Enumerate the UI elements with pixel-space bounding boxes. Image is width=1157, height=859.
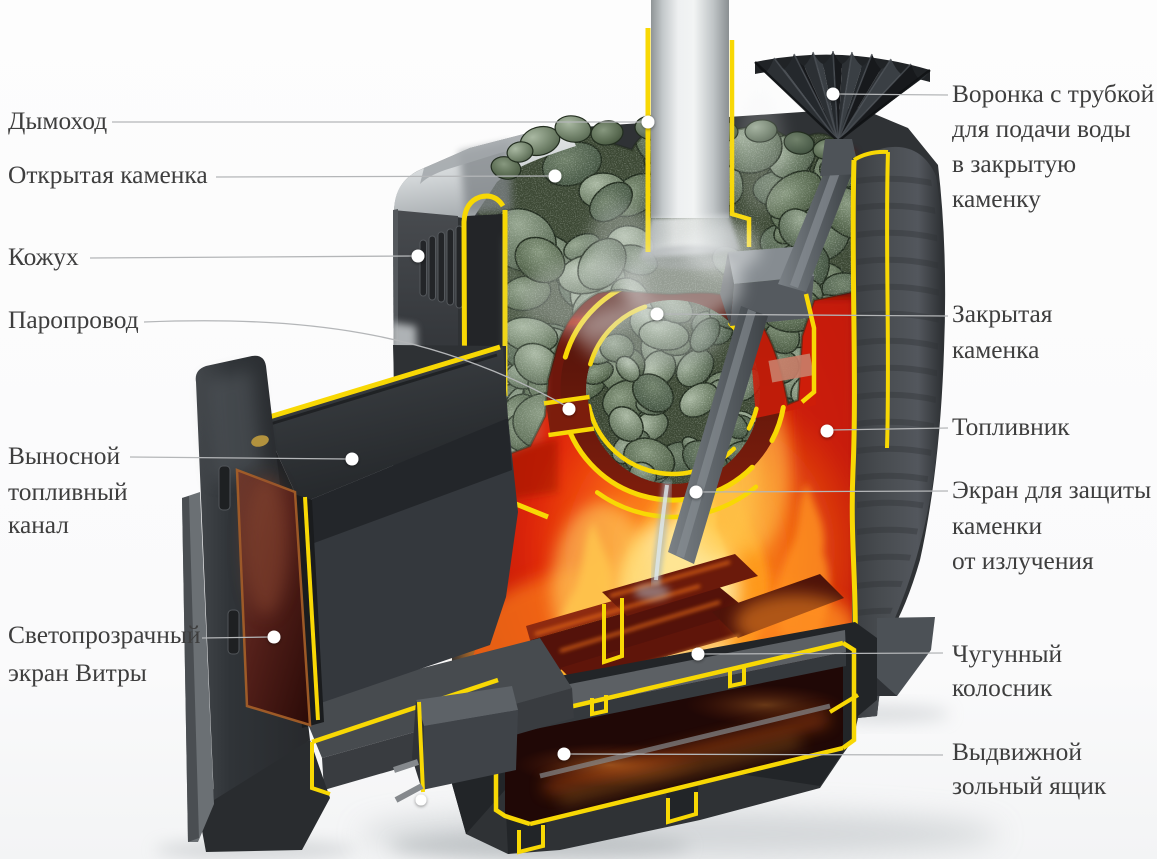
svg-text:Воронка с трубкой: Воронка с трубкой xyxy=(952,80,1154,108)
svg-text:Выносной: Выносной xyxy=(8,442,120,470)
svg-text:Кожух: Кожух xyxy=(8,243,79,271)
svg-text:топливный: топливный xyxy=(8,478,128,506)
svg-text:Дымоход: Дымоход xyxy=(8,107,107,135)
svg-text:Светопрозрачный: Светопрозрачный xyxy=(8,621,200,649)
svg-text:Выдвижной: Выдвижной xyxy=(952,738,1082,766)
svg-text:Топливник: Топливник xyxy=(952,413,1070,441)
svg-text:для подачи воды: для подачи воды xyxy=(952,115,1131,143)
svg-text:Чугунный: Чугунный xyxy=(952,640,1062,668)
svg-text:Паропровод: Паропровод xyxy=(8,306,139,334)
svg-text:экран Витры: экран Витры xyxy=(8,659,147,687)
svg-text:в закрытую: в закрытую xyxy=(952,150,1076,178)
svg-text:каменку: каменку xyxy=(952,185,1041,213)
svg-text:Экран для защиты: Экран для защиты xyxy=(952,476,1151,504)
svg-text:Открытая каменка: Открытая каменка xyxy=(8,161,208,189)
svg-text:зольный ящик: зольный ящик xyxy=(952,772,1107,800)
svg-text:каменки: каменки xyxy=(952,512,1042,540)
svg-text:каменка: каменка xyxy=(952,336,1039,364)
svg-text:колосник: колосник xyxy=(952,674,1053,702)
svg-text:Закрытая: Закрытая xyxy=(952,300,1053,328)
svg-text:от излучения: от излучения xyxy=(952,547,1094,575)
svg-text:канал: канал xyxy=(8,511,69,539)
